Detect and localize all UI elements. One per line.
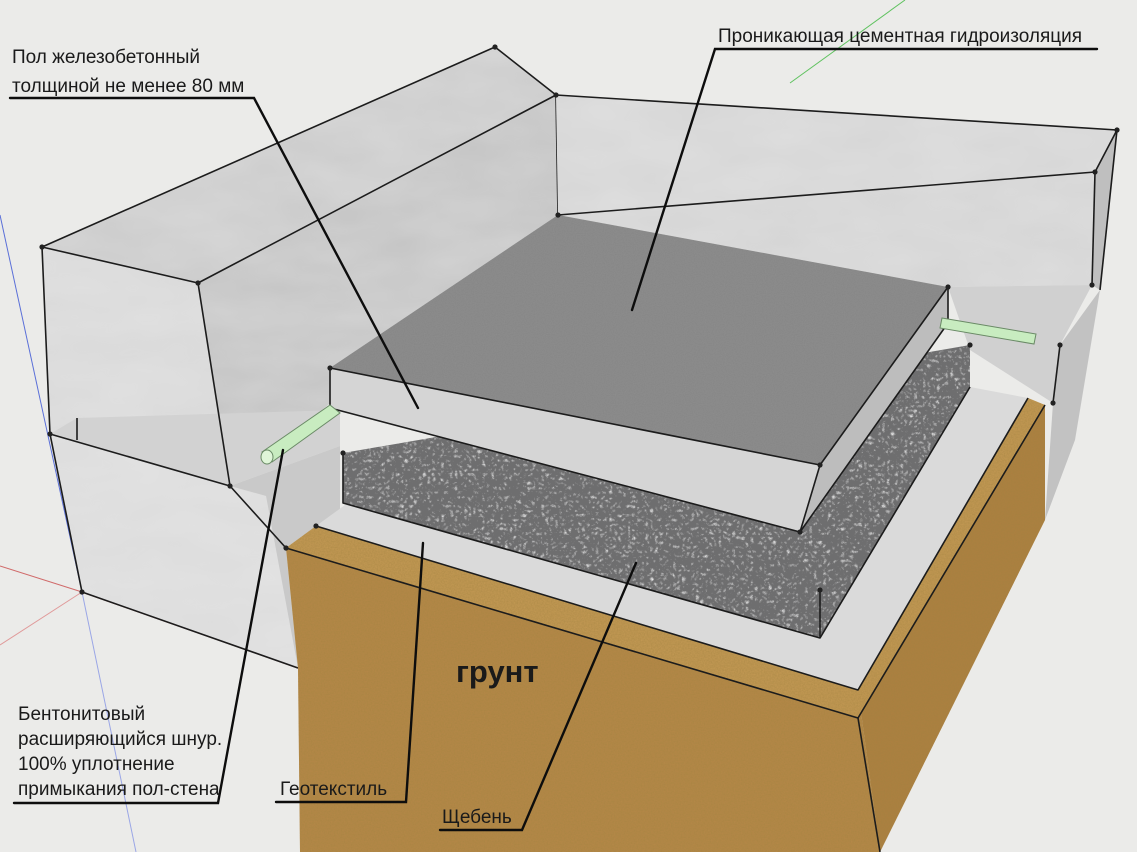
back-wall: [555, 94, 1118, 520]
leader-geotextile: [274, 541, 425, 804]
concrete-slab: [329, 215, 949, 533]
leader-floor: [8, 96, 420, 410]
left-wall: [41, 46, 559, 669]
label-waterproofing: Проникающая цементная гидроизоляция: [718, 26, 1082, 47]
label-gravel: Щебень: [442, 807, 512, 828]
bentonite-cord-left: [260, 404, 341, 465]
label-geotextile: Геотекстиль: [280, 779, 387, 800]
label-bentonite-line4: примыкания пол-стена: [18, 779, 220, 800]
label-bentonite-line2: расширяющийся шнур.: [18, 729, 222, 750]
label-soil: грунт: [456, 654, 539, 689]
label-bentonite-line3: 100% уплотнение: [18, 754, 175, 775]
leader-waterproofing: [630, 47, 1099, 312]
leader-gravel: [438, 561, 638, 832]
bentonite-cord-right: [939, 317, 1037, 345]
leader-bentonite: [12, 448, 285, 805]
label-floor-line2: толщиной не менее 80 мм: [12, 76, 244, 97]
label-bentonite-line1: Бентонитовый: [18, 704, 145, 725]
label-floor-line1: Пол железобетонный: [12, 47, 200, 68]
leader-lines: [8, 47, 1099, 832]
edge-vertices: [39, 44, 1120, 595]
soil-layer: [285, 398, 1046, 852]
